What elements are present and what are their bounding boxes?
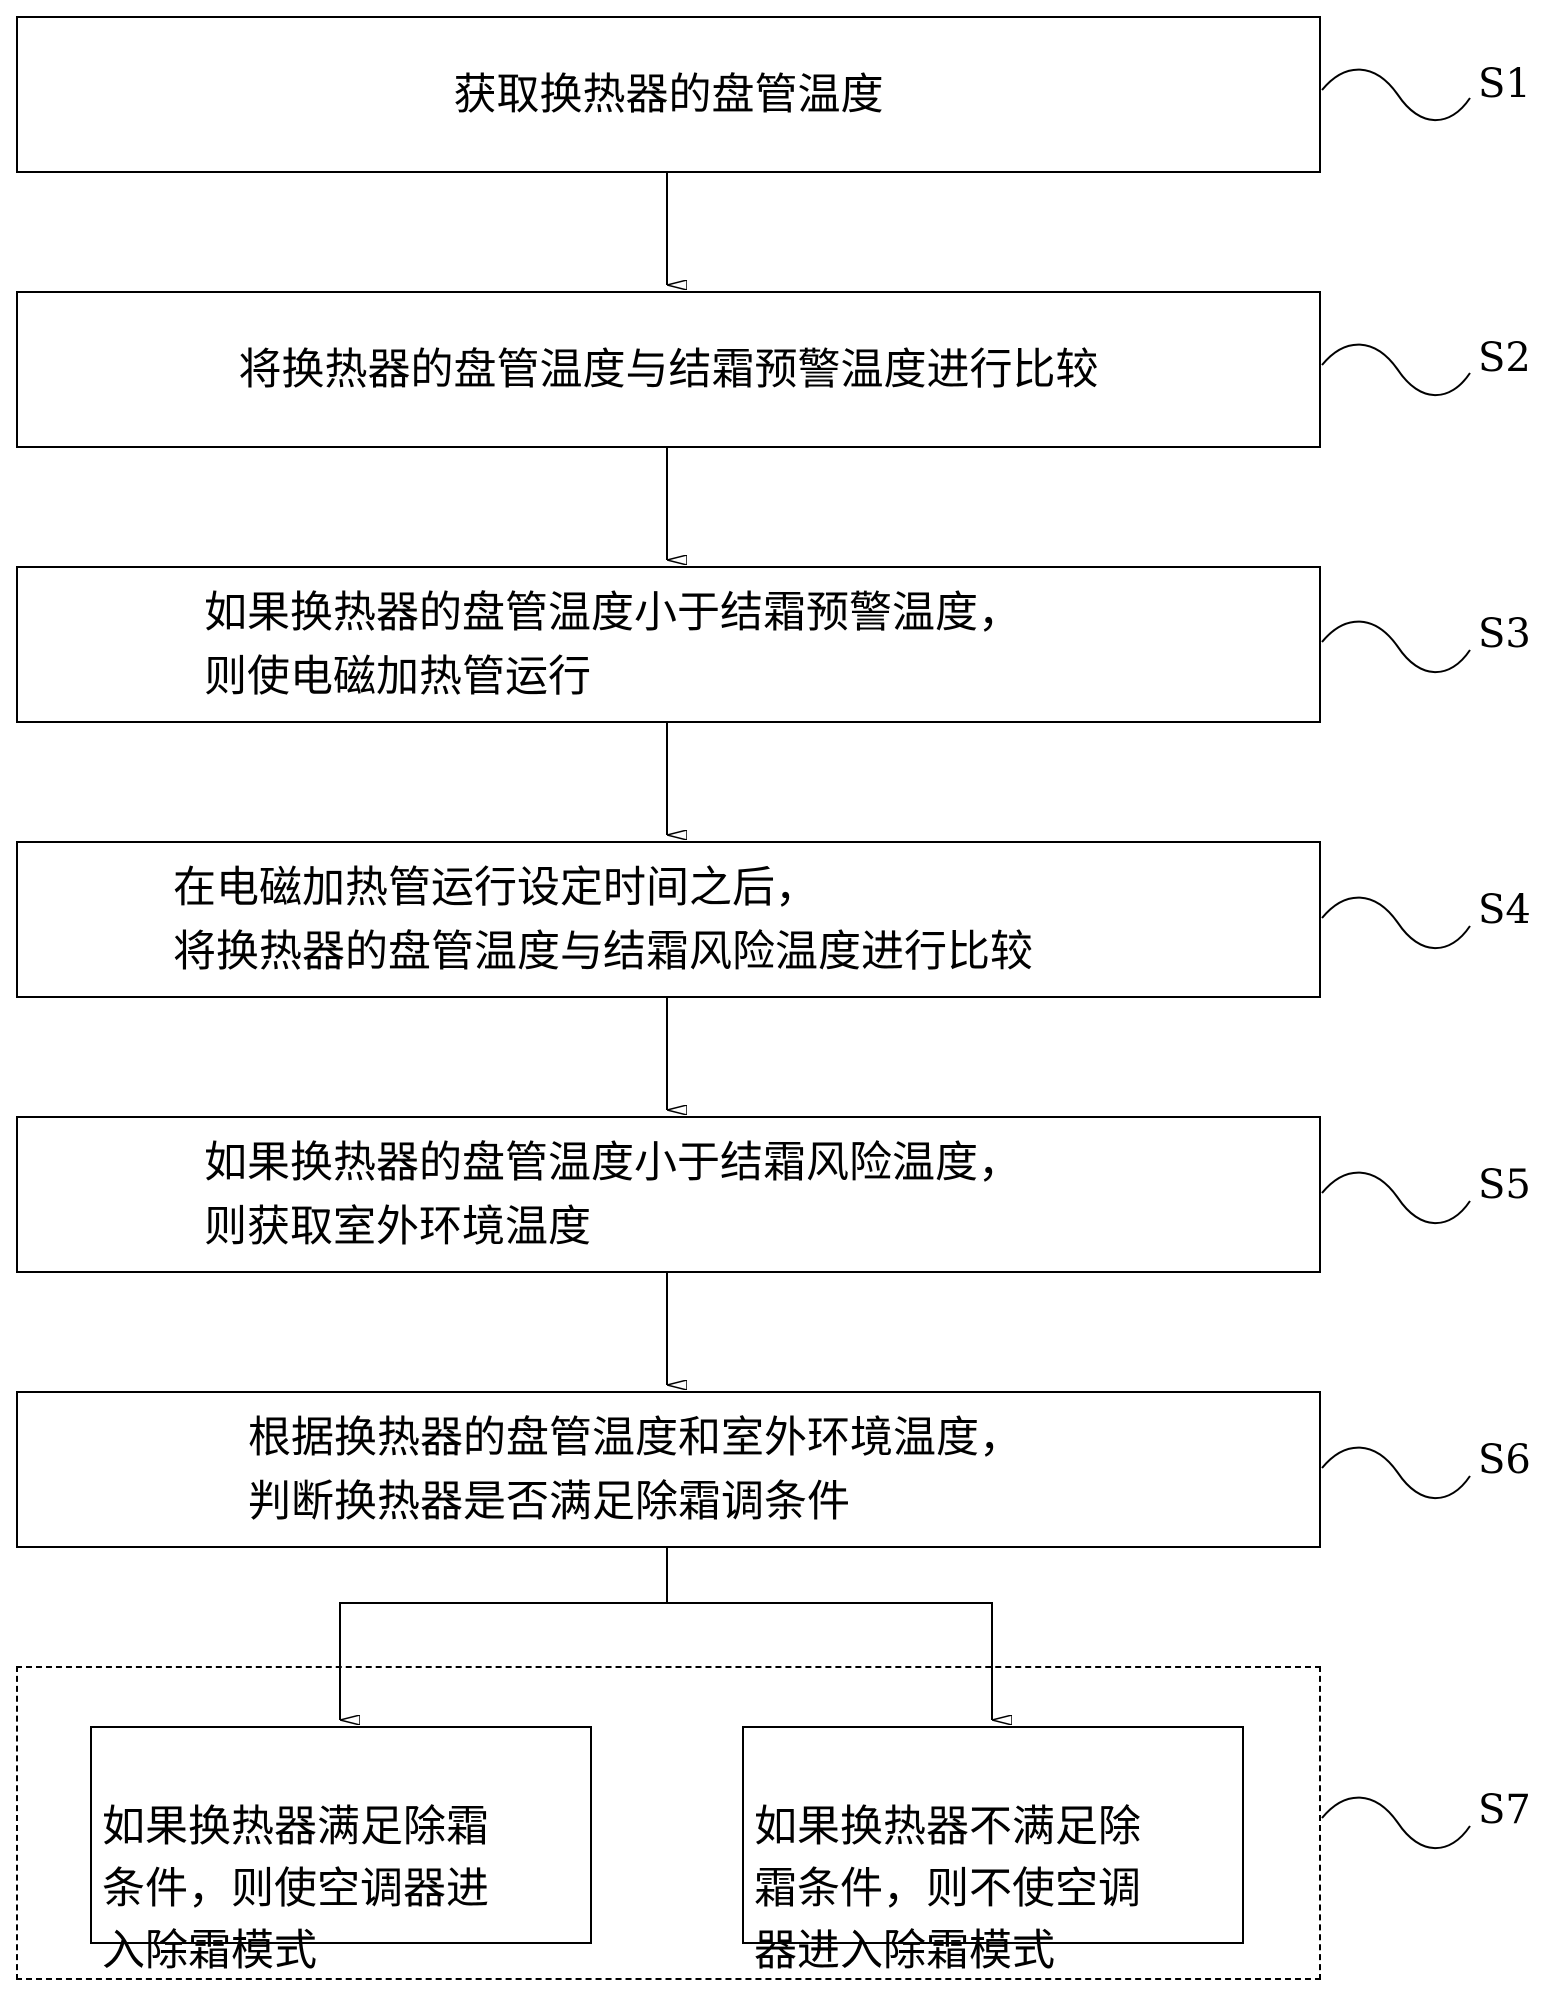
step-label-s2: S2 bbox=[1478, 335, 1531, 381]
step-text: 获取换热器的盘管温度 bbox=[453, 69, 884, 120]
leader-s7 bbox=[1321, 1796, 1471, 1850]
step-box-s3: 如果换热器的盘管温度小于结霜预警温度， 则使电磁加热管运行 bbox=[16, 566, 1321, 723]
step-text-line-1: 如果换热器的盘管温度小于结霜预警温度， bbox=[204, 587, 1021, 638]
branch-text-defrost: 如果换热器满足除霜 条件，则使空调器进 入除霜模式 bbox=[102, 1802, 489, 1976]
step-label-s6: S6 bbox=[1478, 1437, 1531, 1483]
leader-s1 bbox=[1321, 68, 1471, 122]
step-box-s1: 获取换热器的盘管温度 bbox=[16, 16, 1321, 173]
leader-s6 bbox=[1321, 1446, 1471, 1500]
step-box-s4: 在电磁加热管运行设定时间之后， 将换热器的盘管温度与结霜风险温度进行比较 bbox=[16, 841, 1321, 998]
step-text-line-1: 根据换热器的盘管温度和室外环境温度， bbox=[248, 1412, 1022, 1463]
step-text-line-2: 则使电磁加热管运行 bbox=[204, 651, 591, 702]
leader-s3 bbox=[1321, 620, 1471, 674]
step-label-s4: S4 bbox=[1478, 887, 1531, 933]
step-box-s2: 将换热器的盘管温度与结霜预警温度进行比较 bbox=[16, 291, 1321, 448]
step-label-s5: S5 bbox=[1478, 1162, 1531, 1208]
step-label-s1: S1 bbox=[1478, 61, 1531, 107]
leader-s4 bbox=[1321, 896, 1471, 950]
step-label-s3: S3 bbox=[1478, 611, 1531, 657]
step-box-s5: 如果换热器的盘管温度小于结霜风险温度， 则获取室外环境温度 bbox=[16, 1116, 1321, 1273]
step-box-s6: 根据换热器的盘管温度和室外环境温度， 判断换热器是否满足除霜调条件 bbox=[16, 1391, 1321, 1548]
leader-s5 bbox=[1321, 1171, 1471, 1225]
step-label-s7: S7 bbox=[1478, 1787, 1531, 1833]
branch-box-no-defrost: 如果换热器不满足除 霜条件，则不使空调 器进入除霜模式 bbox=[742, 1726, 1244, 1976]
step-text-line-1: 在电磁加热管运行设定时间之后， bbox=[173, 862, 818, 913]
step-group-s7 bbox=[16, 1666, 1321, 1980]
branch-text-no-defrost: 如果换热器不满足除 霜条件，则不使空调 器进入除霜模式 bbox=[754, 1802, 1141, 1976]
step-text-line-1: 如果换热器的盘管温度小于结霜风险温度， bbox=[204, 1137, 1021, 1188]
step-text-line-2: 判断换热器是否满足除霜调条件 bbox=[248, 1476, 850, 1527]
step-text: 将换热器的盘管温度与结霜预警温度进行比较 bbox=[238, 344, 1099, 395]
step-text-line-2: 将换热器的盘管温度与结霜风险温度进行比较 bbox=[173, 926, 1033, 977]
branch-box-defrost: 如果换热器满足除霜 条件，则使空调器进 入除霜模式 bbox=[90, 1726, 592, 1976]
leader-s2 bbox=[1321, 343, 1471, 397]
connector-s6-branches bbox=[339, 1548, 992, 1720]
step-text-line-2: 则获取室外环境温度 bbox=[204, 1201, 591, 1252]
